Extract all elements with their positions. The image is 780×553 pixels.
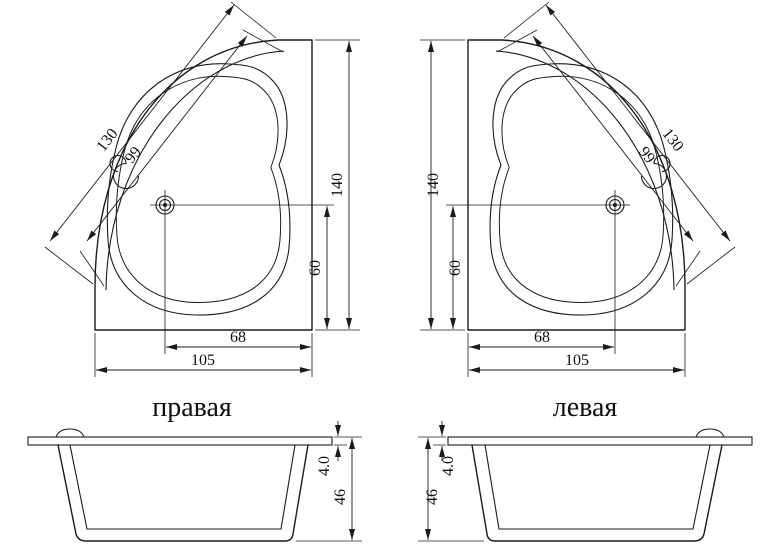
dim-height-46: 46	[418, 438, 484, 542]
dim-height-140: 140	[420, 39, 465, 331]
plan-view-left-hand: 140 60 68 105 130 99 левая	[420, 1, 736, 423]
side-view-right-hand: 4.0 46	[27, 421, 362, 542]
dim-height-46: 46	[296, 438, 362, 542]
dim-drain-60: 60	[307, 206, 330, 329]
dim-label-140: 140	[329, 173, 346, 197]
dim-label-68: 68	[534, 329, 550, 346]
dim-label-60: 60	[307, 260, 324, 276]
dim-drain-60: 60	[447, 206, 464, 329]
body-outer-profile	[57, 444, 309, 542]
body-inner-profile	[484, 444, 711, 530]
dim-width-105: 105	[94, 333, 311, 377]
body-inner-profile	[69, 444, 296, 530]
label-right-hand: правая	[152, 392, 232, 423]
body-outer-profile	[471, 444, 723, 542]
dim-drain-68: 68	[467, 329, 614, 377]
dim-label-105: 105	[191, 352, 215, 369]
dim-label-46: 46	[424, 489, 441, 505]
dim-height-140: 140	[315, 39, 360, 331]
dim-width-105: 105	[469, 333, 686, 377]
dim-label-4: 4.0	[316, 456, 333, 476]
dim-label-46: 46	[332, 489, 349, 505]
dim-label-4: 4.0	[440, 456, 457, 476]
dim-label-60: 60	[447, 260, 464, 276]
dim-label-140: 140	[425, 173, 442, 197]
dim-label-68: 68	[230, 329, 246, 346]
label-left-hand: левая	[553, 392, 618, 423]
rim-profile	[27, 436, 333, 446]
dim-diagonal-99: 99	[496, 29, 701, 287]
rim-profile	[447, 436, 753, 446]
rim-corner-bump	[695, 428, 725, 438]
dim-drain-68: 68	[166, 329, 313, 377]
rim-corner-bump	[55, 428, 85, 438]
dim-rim-4: 4.0	[316, 421, 362, 476]
dim-rim-4: 4.0	[418, 421, 457, 476]
dim-label-105: 105	[565, 352, 589, 369]
side-view-left-hand: 4.0 46	[418, 421, 753, 542]
